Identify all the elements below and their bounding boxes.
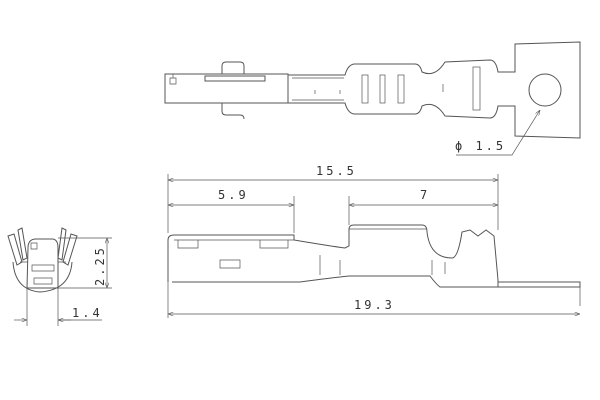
dim-7: 7 (420, 188, 430, 202)
hole-diameter-label: ϕ 1.5 (455, 139, 506, 153)
hole (528, 73, 562, 107)
dim-1-4: 1.4 (72, 306, 103, 320)
dim-5-9: 5.9 (218, 188, 249, 202)
dim-19-3: 19.3 (354, 298, 395, 312)
dim-15-5: 15.5 (316, 164, 357, 178)
dim-2-25: 2.25 (93, 245, 107, 286)
front-view: 2.25 1.4 (7, 227, 112, 326)
side-view: 15.5 5.9 7 19.3 (167, 164, 581, 318)
top-view: ϕ 1.5 (164, 41, 581, 156)
